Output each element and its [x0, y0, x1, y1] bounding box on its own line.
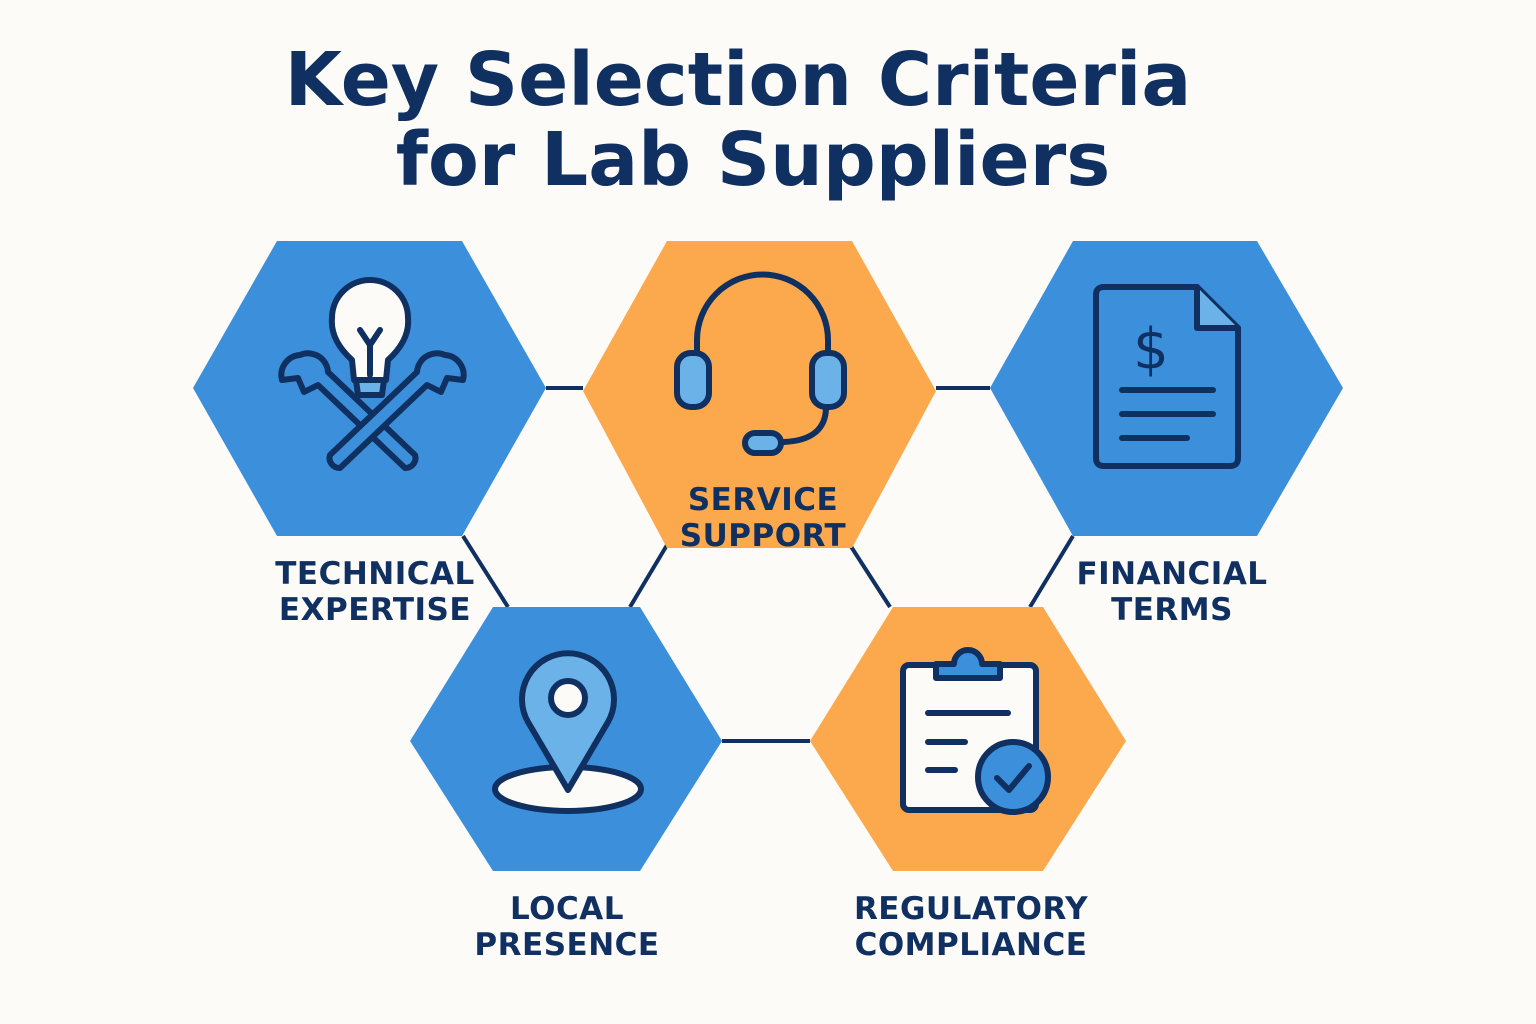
- label-line: COMPLIANCE: [854, 927, 1088, 963]
- label-line: REGULATORY: [853, 891, 1089, 927]
- location-pin-icon: [492, 650, 644, 814]
- label-line: EXPERTISE: [278, 592, 472, 628]
- label-line: FINANCIAL: [1076, 556, 1268, 592]
- label-line: SERVICE: [687, 482, 839, 518]
- label-line: LOCAL: [510, 891, 624, 927]
- hexagon-service-support: [583, 241, 936, 548]
- headset-icon: [674, 271, 847, 456]
- label-financial-terms: FINANCIAL TERMS: [1012, 556, 1332, 628]
- connector-line: [461, 534, 510, 609]
- label-technical-expertise: TECHNICAL EXPERTISE: [215, 556, 535, 628]
- connector-line: [628, 538, 672, 609]
- clipboard-check-icon: [900, 647, 1051, 815]
- label-line: PRESENCE: [474, 927, 660, 963]
- title-line-2: for Lab Suppliers: [395, 117, 1111, 203]
- label-line: TECHNICAL: [275, 556, 475, 592]
- label-service-support: SERVICE SUPPORT: [603, 482, 923, 554]
- connectors: [461, 386, 1075, 743]
- label-local-presence: LOCAL PRESENCE: [407, 891, 727, 963]
- page-title: Key Selection Criteria for Lab Suppliers: [0, 40, 1536, 200]
- label-regulatory-compliance: REGULATORY COMPLIANCE: [811, 891, 1131, 963]
- dollar-sign: $: [1133, 317, 1169, 382]
- connector-line: [1028, 534, 1075, 609]
- wrench-lightbulb-icon: [278, 277, 467, 471]
- label-line: SUPPORT: [679, 518, 847, 554]
- title-line-1: Key Selection Criteria: [284, 37, 1192, 123]
- connector-line: [848, 543, 892, 609]
- label-line: TERMS: [1111, 592, 1233, 628]
- invoice-dollar-icon: [1093, 284, 1241, 469]
